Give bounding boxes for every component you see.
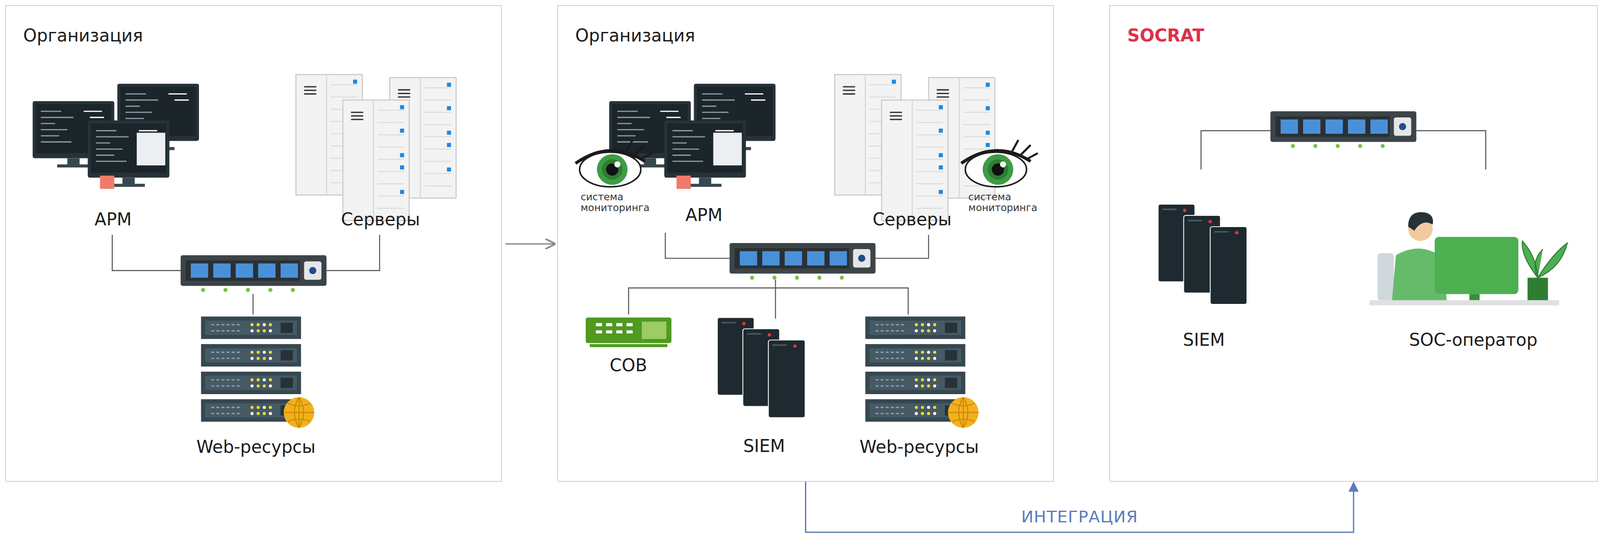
component-name: АРМ	[685, 204, 723, 226]
component-label: АРМ	[681, 202, 726, 228]
panel-title: Организация	[23, 25, 144, 46]
ids-device	[589, 343, 668, 348]
siem-servers	[1158, 204, 1247, 305]
component-label: СОВ	[606, 353, 651, 378]
soc-operator-figure	[1377, 253, 1395, 301]
component-label: SOC-оператор	[1405, 327, 1542, 352]
soc-operator-figure	[1527, 277, 1548, 300]
monitoring-eye	[961, 139, 1038, 187]
component-label: Серверы	[337, 207, 424, 232]
network-wire	[1201, 130, 1487, 170]
network-switch	[1270, 111, 1417, 149]
component-name: Web-ресурсы	[859, 436, 979, 458]
siem-servers	[768, 340, 805, 418]
connector	[505, 243, 555, 245]
component-name: АРМ	[94, 208, 132, 230]
network-wire	[112, 234, 380, 315]
ids-device	[585, 317, 672, 344]
connector	[805, 481, 1354, 533]
web-rack	[865, 316, 979, 428]
component-label: Web-ресурсы	[192, 434, 319, 459]
organization-panel: ОрганизацияАРМ СерверыWeb-ресурсы	[5, 5, 502, 482]
panel-title: Организация	[575, 25, 696, 46]
component-name: SOC-оператор	[1409, 329, 1538, 351]
workstations-icon	[100, 175, 115, 190]
component-name: Web-ресурсы	[196, 436, 316, 458]
soc-operator-figure	[1469, 293, 1480, 300]
connector-label: ИНТЕГРАЦИЯ	[1016, 507, 1143, 528]
panel-title: SOCRAT	[1127, 25, 1205, 46]
servers-icon	[881, 100, 949, 221]
ids-device	[596, 324, 633, 332]
soc-operator-figure	[1434, 236, 1519, 294]
workstations-icon	[136, 132, 166, 166]
servers-icon	[342, 100, 410, 221]
component-name: SIEM	[1183, 329, 1225, 351]
network-wire	[628, 232, 929, 319]
component-name: СОВ	[609, 354, 648, 376]
servers-icon	[296, 74, 457, 221]
component-label: Серверы	[869, 207, 956, 232]
siem-servers	[1210, 226, 1247, 305]
ids-device	[641, 321, 667, 339]
organization-panel: SOCRAT SIEM SOC-оператор	[1109, 5, 1598, 482]
web-rack	[201, 316, 315, 428]
workstations-icon	[32, 83, 199, 190]
monitoring-caption: система мониторинга	[968, 191, 1051, 213]
component-label: Web-ресурсы	[856, 434, 983, 459]
monitoring-eye	[575, 139, 652, 187]
network-switch	[729, 242, 876, 280]
component-name: Серверы	[872, 208, 952, 230]
soc-operator-figure	[1369, 299, 1560, 306]
component-label: АРМ	[91, 207, 136, 232]
workstations-icon	[713, 132, 742, 166]
component-name: SIEM	[743, 435, 786, 457]
siem-servers	[717, 317, 805, 418]
network-switch	[180, 255, 327, 292]
component-label: SIEM	[739, 433, 789, 458]
ids-device	[585, 317, 672, 348]
soc-operator-figure	[1369, 211, 1568, 306]
soc-operator-figure	[1522, 240, 1568, 278]
component-name: Серверы	[340, 208, 420, 230]
workstations-icon	[676, 175, 691, 190]
organization-panel: ОрганизацияАРМ СерверыСОВ SIEM Web-ресурсы	[557, 5, 1055, 482]
monitoring-caption: система мониторинга	[580, 191, 663, 213]
component-label: SIEM	[1179, 327, 1229, 352]
soc-operator-figure	[1408, 211, 1434, 231]
